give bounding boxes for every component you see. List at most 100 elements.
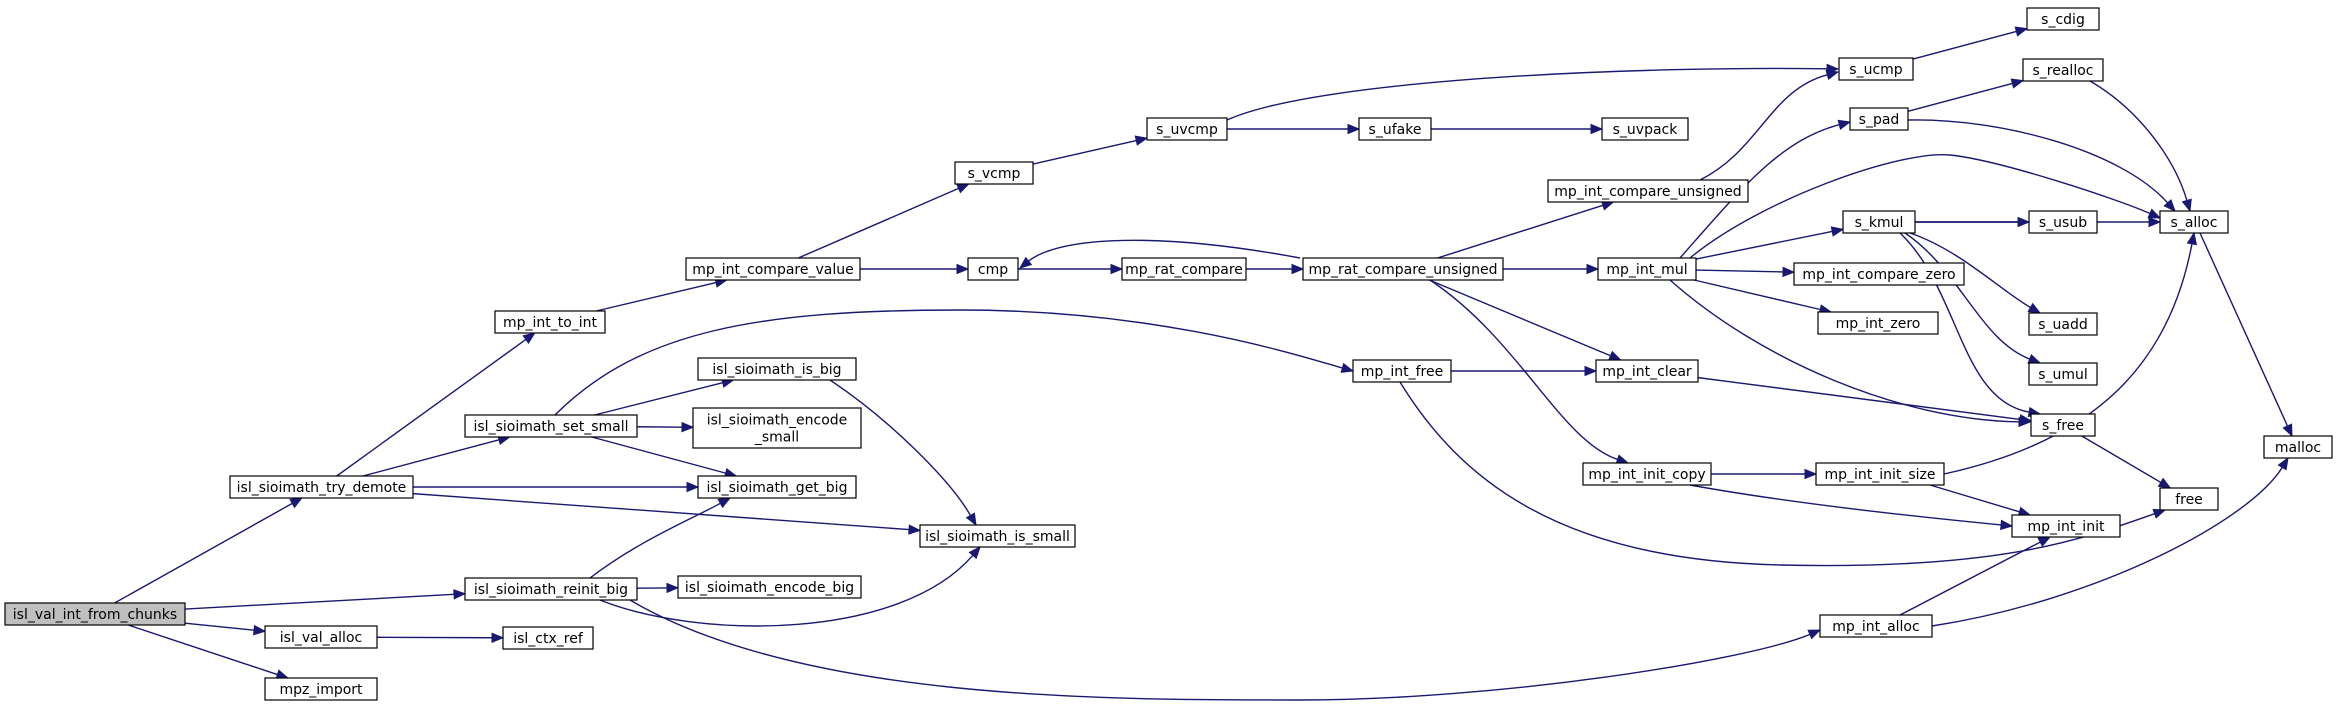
node-isl_val_int_from_chunks[interactable]: isl_val_int_from_chunks (4, 602, 186, 626)
node-box[interactable] (1817, 311, 1939, 335)
node-label: mp_int_zero (1836, 316, 1921, 332)
node-box[interactable] (2026, 7, 2100, 31)
node-box[interactable] (2159, 210, 2229, 234)
node-s_umul[interactable]: s_umul (2028, 362, 2098, 386)
node-box[interactable] (2022, 58, 2104, 82)
node-box[interactable] (1793, 262, 1965, 286)
node-isl_sioimath_encode_big[interactable]: isl_sioimath_encode_big (677, 575, 862, 599)
node-mp_int_init[interactable]: mp_int_init (2011, 514, 2121, 538)
node-s_vcmp[interactable]: s_vcmp (954, 161, 1034, 185)
node-box[interactable] (1597, 257, 1697, 281)
edge-mp_int_mul-to-s_pad (1679, 119, 1852, 259)
node-s_uvpack[interactable]: s_uvpack (1601, 117, 1689, 141)
node-s_alloc[interactable]: s_alloc (2159, 210, 2229, 234)
node-box[interactable] (2028, 210, 2098, 234)
node-box[interactable] (2028, 362, 2098, 386)
node-s_realloc[interactable]: s_realloc (2022, 58, 2104, 82)
edge-isl_val_alloc-to-isl_ctx_ref (376, 632, 505, 643)
edge-mp_rat_compare_unsigned-to-mp_int_mul (1503, 263, 1600, 275)
node-box[interactable] (1849, 107, 1909, 131)
node-s_kmul[interactable]: s_kmul (1842, 210, 1916, 234)
node-cmp[interactable]: cmp (967, 257, 1019, 281)
node-isl_sioimath_reinit_big[interactable]: isl_sioimath_reinit_big (464, 577, 638, 601)
node-s_ufake[interactable]: s_ufake (1358, 117, 1432, 141)
node-box[interactable] (1146, 117, 1228, 141)
node-s_cdig[interactable]: s_cdig (2026, 7, 2100, 31)
node-box[interactable] (697, 357, 857, 381)
node-mp_int_compare_value[interactable]: mp_int_compare_value (685, 257, 861, 281)
node-box[interactable] (1582, 462, 1712, 486)
node-box[interactable] (685, 257, 861, 281)
node-label: s_usub (2039, 215, 2087, 231)
node-box[interactable] (2159, 487, 2219, 511)
node-mp_int_clear[interactable]: mp_int_clear (1595, 359, 1699, 383)
node-mp_int_free[interactable]: mp_int_free (1352, 359, 1452, 383)
node-mpz_import[interactable]: mpz_import (264, 677, 378, 701)
node-isl_sioimath_set_small[interactable]: isl_sioimath_set_small (464, 414, 638, 438)
node-mp_int_init_copy[interactable]: mp_int_init_copy (1582, 462, 1712, 486)
node-box[interactable] (264, 625, 378, 649)
edge-mp_rat_compare-to-mp_rat_compare_unsigned (1246, 263, 1305, 275)
node-mp_int_zero[interactable]: mp_int_zero (1817, 311, 1939, 335)
node-isl_sioimath_encode_small[interactable]: isl_sioimath_encode_small (692, 407, 862, 449)
node-box[interactable] (1595, 359, 1699, 383)
node-s_uadd[interactable]: s_uadd (2028, 312, 2098, 336)
node-box[interactable] (464, 414, 638, 438)
node-isl_sioimath_is_big[interactable]: isl_sioimath_is_big (697, 357, 857, 381)
node-box[interactable] (697, 475, 857, 499)
node-box[interactable] (677, 575, 862, 599)
node-box[interactable] (1302, 257, 1504, 281)
node-s_uvcmp[interactable]: s_uvcmp (1146, 117, 1228, 141)
node-box[interactable] (1815, 462, 1945, 486)
node-mp_int_to_int[interactable]: mp_int_to_int (494, 310, 606, 334)
node-box[interactable] (464, 577, 638, 601)
node-free[interactable]: free (2159, 487, 2219, 511)
node-label: mp_rat_compare_unsigned (1309, 262, 1498, 278)
node-isl_sioimath_get_big[interactable]: isl_sioimath_get_big (697, 475, 857, 499)
node-box[interactable] (2263, 435, 2333, 459)
node-box[interactable] (4, 602, 186, 626)
node-mp_rat_compare_unsigned[interactable]: mp_rat_compare_unsigned (1302, 257, 1504, 281)
edge-isl_sioimath_set_small-to-isl_sioimath_encode_small (636, 421, 695, 433)
node-isl_ctx_ref[interactable]: isl_ctx_ref (502, 626, 594, 650)
node-box[interactable] (692, 407, 862, 449)
node-box[interactable] (2011, 514, 2121, 538)
node-box[interactable] (502, 626, 594, 650)
node-s_ucmp[interactable]: s_ucmp (1838, 57, 1914, 81)
node-box[interactable] (1819, 614, 1933, 638)
node-mp_int_mul[interactable]: mp_int_mul (1597, 257, 1697, 281)
node-box[interactable] (1121, 257, 1247, 281)
node-box[interactable] (919, 524, 1076, 548)
node-isl_sioimath_try_demote[interactable]: isl_sioimath_try_demote (229, 475, 414, 499)
node-malloc[interactable]: malloc (2263, 435, 2333, 459)
node-box[interactable] (1838, 57, 1914, 81)
node-box[interactable] (967, 257, 1019, 281)
node-mp_int_compare_unsigned[interactable]: mp_int_compare_unsigned (1547, 179, 1749, 203)
node-box[interactable] (494, 310, 606, 334)
node-label: s_vcmp (968, 166, 1021, 182)
node-box[interactable] (1842, 210, 1916, 234)
edge-mp_int_alloc-to-malloc (1931, 456, 2289, 627)
node-box[interactable] (264, 677, 378, 701)
node-label: isl_sioimath_is_small (925, 529, 1070, 545)
node-s_free[interactable]: s_free (2030, 413, 2096, 437)
node-label: isl_sioimath_is_big (712, 362, 841, 378)
node-isl_val_alloc[interactable]: isl_val_alloc (264, 625, 378, 649)
node-mp_int_init_size[interactable]: mp_int_init_size (1815, 462, 1945, 486)
node-mp_int_compare_zero[interactable]: mp_int_compare_zero (1793, 262, 1965, 286)
node-s_usub[interactable]: s_usub (2028, 210, 2098, 234)
node-isl_sioimath_is_small[interactable]: isl_sioimath_is_small (919, 524, 1076, 548)
node-mp_rat_compare[interactable]: mp_rat_compare (1121, 257, 1247, 281)
node-box[interactable] (2028, 312, 2098, 336)
edge-s_realloc-to-s_alloc (2089, 80, 2192, 213)
node-label: s_alloc (2171, 215, 2218, 231)
node-mp_int_alloc[interactable]: mp_int_alloc (1819, 614, 1933, 638)
node-box[interactable] (1358, 117, 1432, 141)
node-box[interactable] (229, 475, 414, 499)
node-s_pad[interactable]: s_pad (1849, 107, 1909, 131)
node-box[interactable] (954, 161, 1034, 185)
node-box[interactable] (1352, 359, 1452, 383)
node-box[interactable] (1601, 117, 1689, 141)
node-box[interactable] (1547, 179, 1749, 203)
node-box[interactable] (2030, 413, 2096, 437)
